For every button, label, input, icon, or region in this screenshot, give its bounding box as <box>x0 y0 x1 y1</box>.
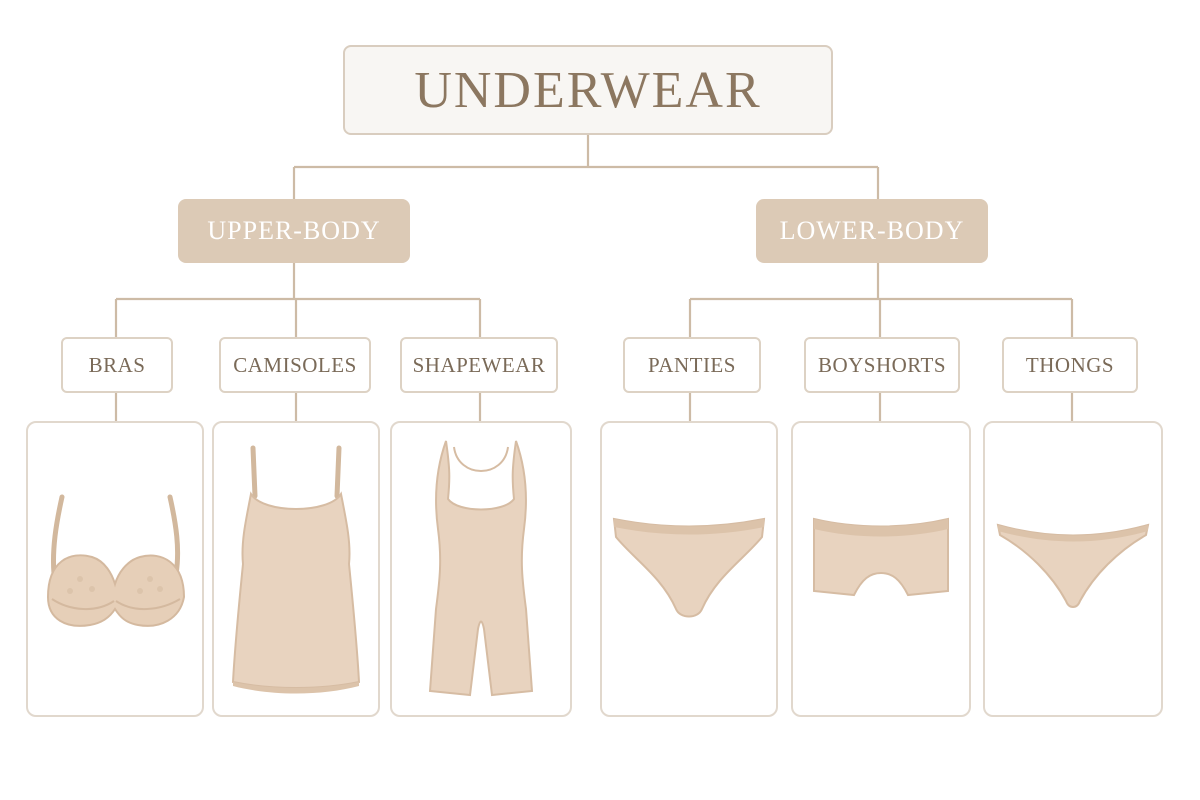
leaf-camisoles: CAMISOLES <box>219 337 371 393</box>
boyshorts-image <box>813 517 949 597</box>
branch-label: UPPER-BODY <box>207 216 381 245</box>
card-panties <box>600 421 778 717</box>
leaf-label: SHAPEWEAR <box>412 352 546 377</box>
thong-image <box>996 523 1150 608</box>
leaf-label: BOYSHORTS <box>817 352 947 377</box>
leaf-label: BRAS <box>88 352 146 377</box>
root-label: UNDERWEAR <box>414 61 762 119</box>
leaf-label: THONGS <box>1025 352 1115 377</box>
leaf-label: PANTIES <box>648 352 736 377</box>
camisole-image <box>231 445 361 694</box>
leaf-boyshorts: BOYSHORTS <box>804 337 960 393</box>
bra-image <box>46 494 186 627</box>
card-bras <box>26 421 204 717</box>
card-thongs <box>983 421 1163 717</box>
leaf-bras: BRAS <box>61 337 173 393</box>
leaf-label: CAMISOLES <box>233 352 357 377</box>
panties-image <box>612 517 766 618</box>
shapewear-image <box>428 440 534 697</box>
leaf-panties: PANTIES <box>623 337 761 393</box>
leaf-shapewear: SHAPEWEAR <box>400 337 558 393</box>
card-camisoles <box>212 421 380 717</box>
branch-label: LOWER-BODY <box>779 216 965 245</box>
branch-lower-body: LOWER-BODY <box>756 199 988 263</box>
leaf-thongs: THONGS <box>1002 337 1138 393</box>
card-shapewear <box>390 421 572 717</box>
branch-upper-body: UPPER-BODY <box>178 199 410 263</box>
root-node-underwear: UNDERWEAR <box>343 45 833 135</box>
card-boyshorts <box>791 421 971 717</box>
